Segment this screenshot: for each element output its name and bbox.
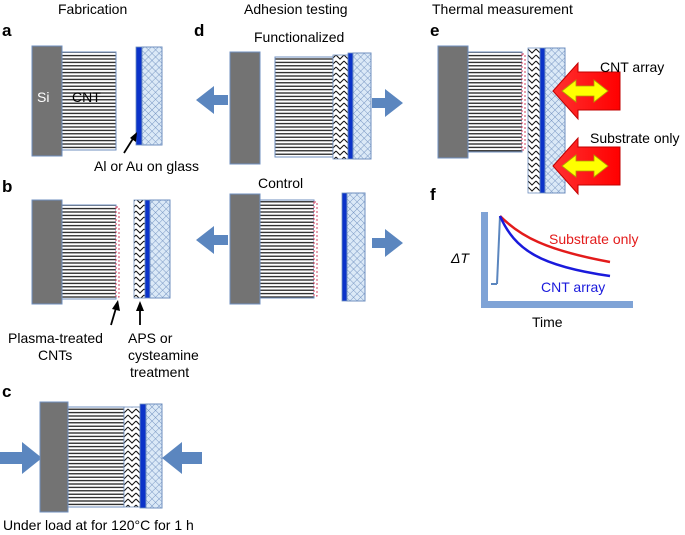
plasma-layer: [521, 53, 526, 151]
al-au-glass-label: Al or Au on glass: [94, 158, 199, 174]
metal-film: [139, 403, 147, 509]
panel-e: CNT array Substrate only: [437, 45, 680, 196]
panel-letter-c: c: [2, 382, 11, 401]
panel-b: Plasma-treated CNTs APS or cysteamine tr…: [8, 199, 199, 380]
cnt-array-series-label: CNT array: [541, 279, 605, 295]
linker-layer: [123, 406, 141, 508]
cysteamine-label: cysteamine: [128, 347, 199, 363]
cnt-array: [61, 204, 117, 300]
glass-substrate: [149, 199, 171, 299]
x-axis: [481, 301, 633, 308]
panel-d: Functionalized Control: [196, 29, 403, 305]
panel-a: Si CNT Al or Au on glass: [31, 45, 199, 174]
load-arrow-right: [162, 442, 202, 474]
si-substrate: [31, 199, 63, 305]
pointer-arrow-plasma: [110, 307, 117, 326]
header-fabrication: Fabrication: [58, 1, 127, 17]
metal-film: [144, 199, 151, 299]
linker-layer: [332, 54, 349, 160]
heat-arrow-substrate-inner: [561, 154, 609, 178]
panel-letter-e: e: [430, 21, 439, 40]
pull-arrow-right: [372, 89, 403, 117]
pointer-arrow: [123, 136, 135, 154]
panel-letter-a: a: [2, 21, 12, 40]
pull-arrow-left: [196, 226, 228, 254]
panel-letter-f: f: [430, 185, 436, 204]
cnt-array: [274, 56, 334, 158]
header-thermal-measurement: Thermal measurement: [432, 1, 573, 17]
plasma-layer: [313, 201, 318, 297]
si-substrate: [229, 193, 261, 305]
cnt-label: CNT: [72, 89, 101, 105]
glass-substrate: [145, 403, 163, 509]
panel-f: Substrate only CNT array ΔT Time: [450, 212, 639, 330]
functionalized-label: Functionalized: [254, 29, 344, 45]
si-substrate: [229, 51, 261, 165]
aps-label: APS or: [128, 330, 173, 346]
linker-layer: [527, 47, 541, 194]
cnt-array: [61, 51, 117, 151]
cnt-array: [259, 199, 315, 299]
linker-layer: [133, 199, 146, 299]
y-axis: [481, 212, 488, 308]
cnt-array: [67, 406, 125, 508]
pull-arrow-left: [196, 86, 228, 114]
glass-substrate: [352, 52, 372, 160]
panel-letter-d: d: [194, 21, 204, 40]
si-label: Si: [37, 89, 49, 105]
pointer-arrowhead: [136, 301, 144, 311]
metal-film: [135, 46, 143, 146]
si-substrate: [437, 45, 469, 159]
metal-film: [539, 47, 546, 194]
series-cnt-array: [498, 215, 611, 278]
panel-c: Under load at for 120°C for 1 h: [0, 401, 202, 533]
x-axis-label: Time: [532, 314, 563, 330]
heat-arrow-cnt-inner: [561, 79, 609, 103]
glass-substrate: [346, 192, 366, 302]
control-label: Control: [258, 175, 303, 191]
pull-arrow-right: [372, 229, 403, 257]
substrate-only-series-label: Substrate only: [549, 231, 639, 247]
pointer-arrowhead: [112, 300, 120, 311]
si-substrate: [31, 45, 63, 157]
cnt-array-label: CNT array: [600, 59, 664, 75]
cnts-label: CNTs: [38, 347, 72, 363]
series-substrate-only: [499, 215, 611, 264]
plasma-treated-label: Plasma-treated: [8, 330, 103, 346]
header-adhesion-testing: Adhesion testing: [244, 1, 348, 17]
pulse-line: [496, 215, 501, 285]
plasma-layer: [115, 206, 120, 298]
under-load-caption: Under load at for 120°C for 1 h: [3, 517, 194, 533]
treatment-label: treatment: [130, 364, 189, 380]
load-arrow-left: [0, 442, 42, 474]
glass-substrate: [141, 46, 163, 146]
metal-film: [341, 192, 348, 302]
y-axis-label: ΔT: [450, 250, 470, 266]
metal-film: [347, 52, 354, 160]
si-substrate: [39, 401, 69, 513]
panel-letter-b: b: [2, 177, 12, 196]
cnt-array: [467, 51, 523, 153]
pointer-arrowhead: [130, 132, 137, 142]
substrate-only-label-e: Substrate only: [590, 130, 680, 146]
